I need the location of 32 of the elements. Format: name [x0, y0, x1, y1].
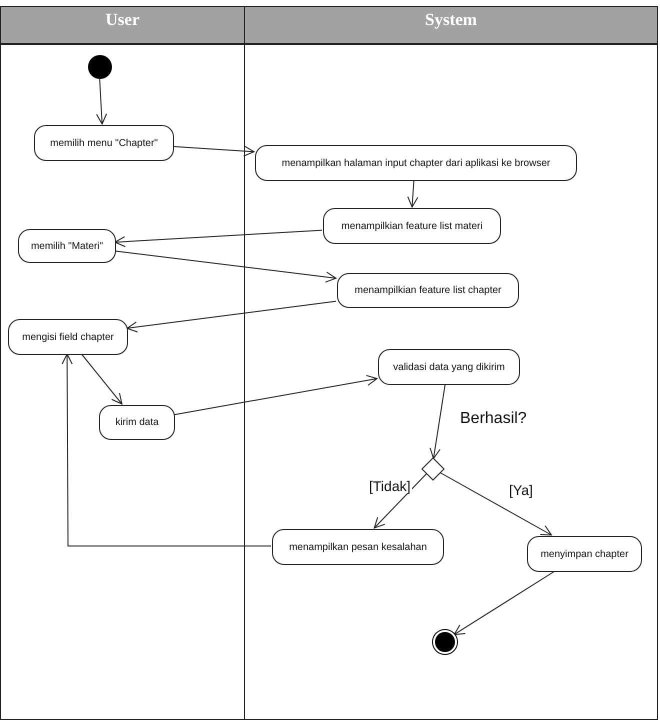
edge-label: [Tidak]	[368, 478, 412, 494]
arrow	[454, 570, 556, 636]
arrow	[438, 472, 552, 536]
arrow	[430, 384, 446, 459]
arrow	[114, 250, 336, 283]
action-box: menampilkan pesan kesalahan	[272, 529, 444, 565]
swimlane	[244, 6, 658, 720]
action-box: menyimpan chapter	[527, 536, 642, 572]
action-box: memilih "Materi"	[18, 229, 116, 263]
action-box: menampilkan halaman input chapter dari aplikasi ke browser	[255, 145, 577, 181]
arrow	[172, 146, 254, 157]
arrow	[407, 180, 418, 208]
action-box: menampilkian feature list materi	[323, 208, 501, 244]
arrow	[374, 473, 428, 528]
action-box: menampilkian feature list chapter	[337, 273, 519, 308]
lane-header: User	[1, 7, 244, 45]
start-node	[88, 55, 112, 79]
arrow	[126, 300, 336, 332]
arrow	[114, 230, 322, 248]
arrow	[96, 78, 108, 124]
edge-label: [Ya]	[508, 482, 534, 498]
action-box: memilih menu "Chapter"	[34, 125, 174, 161]
arrow	[62, 354, 272, 546]
lane-header: System	[245, 7, 657, 45]
action-box: validasi data yang dikirim	[378, 349, 520, 385]
arrow	[174, 374, 378, 416]
swimlane	[0, 6, 245, 720]
action-box: kirim data	[99, 405, 175, 440]
action-box: mengisi field chapter	[8, 319, 128, 355]
end-node	[433, 630, 457, 654]
arrow	[81, 354, 122, 404]
decision-label: Berhasil?	[460, 410, 527, 428]
